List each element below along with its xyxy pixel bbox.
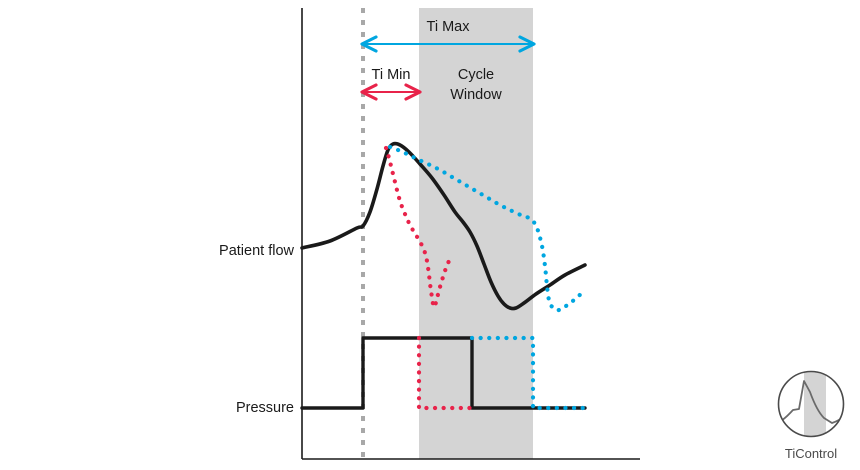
curve-flow-0: [300, 141, 587, 311]
pressure-label: Pressure: [236, 400, 294, 416]
badge-label: TiControl: [785, 446, 837, 461]
curve-flow-2: [383, 145, 454, 310]
ti-max-label: Ti Max: [427, 19, 471, 35]
cycle-window-band: [419, 8, 533, 459]
cycle-window-label-line1: Cycle: [458, 67, 494, 83]
ti-min-label: Ti Min: [372, 67, 411, 83]
curve-pressure-5: [416, 335, 475, 411]
badge-circle-outline: [777, 370, 845, 438]
patient-flow-label: Patient flow: [219, 243, 294, 259]
badge-waveform-icon: [779, 380, 843, 424]
waveform-curves: [300, 141, 588, 411]
curve-pressure-4: [469, 335, 588, 411]
ticontrol-badge: TiControl: [777, 370, 845, 461]
cycle-window-label-line2: Window: [450, 87, 502, 103]
